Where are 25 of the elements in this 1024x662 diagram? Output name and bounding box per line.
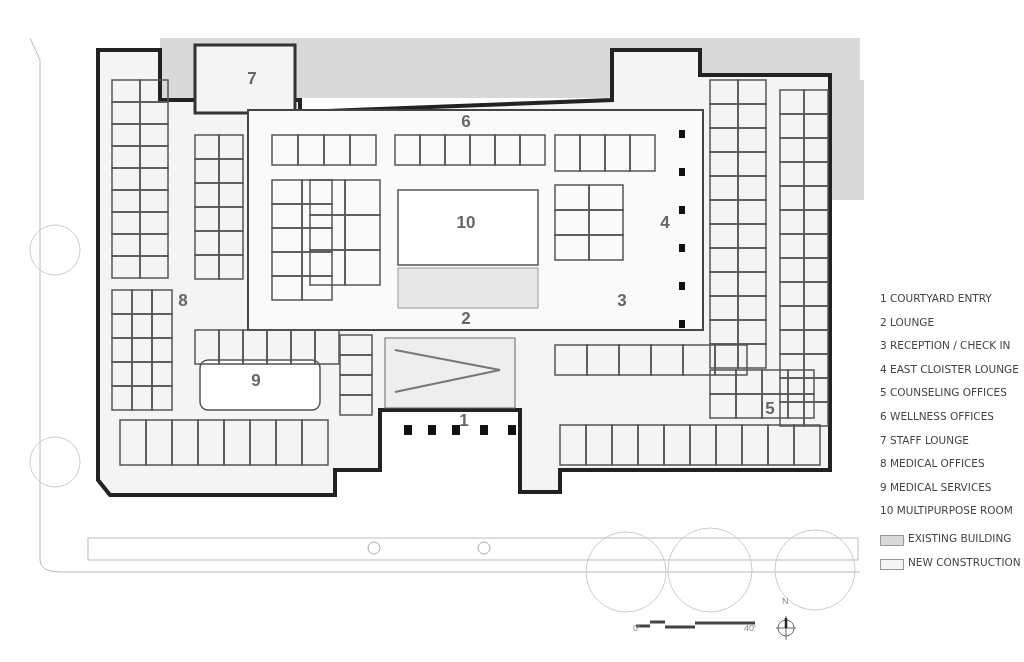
legend-key-text: 5 COUNSELING OFFICES [880,386,1007,399]
legend-key-text: 2 LOUNGE [880,315,935,328]
room-number: 6 [461,112,471,132]
legend-key-text: 7 STAFF LOUNGE [880,433,969,446]
room-number: 4 [660,213,670,233]
room-number: 1 [459,411,469,431]
legend-key-text: 10 MULTIPURPOSE ROOM [880,504,1013,517]
room-number: 5 [765,399,775,419]
legend-text: NEW CONSTRUCTION [908,555,1021,568]
scale-label: 0' [633,623,640,633]
room-number: 2 [461,309,471,329]
room-number: 7 [247,69,257,89]
legend-key-text: 1 COURTYARD ENTRY [880,292,992,304]
room-number: 3 [617,291,627,311]
legend-key-text: 6 WELLNESS OFFICES [880,410,994,422]
room-number: 8 [178,291,188,311]
room-number: 9 [251,371,261,391]
scale-label: 40' [744,623,756,633]
legend-key-text: 4 EAST CLOISTER LOUNGE [880,362,1019,375]
legend-key-text: 9 MEDICAL SERVICES [880,480,992,493]
legend-text: EXISTING BUILDING [908,532,1012,544]
room-number: 10 [456,213,476,233]
legend-key-text: 8 MEDICAL OFFICES [880,457,985,470]
north-label: N [782,596,789,606]
legend-key-text: 3 RECEPTION / CHECK IN [880,339,1011,352]
